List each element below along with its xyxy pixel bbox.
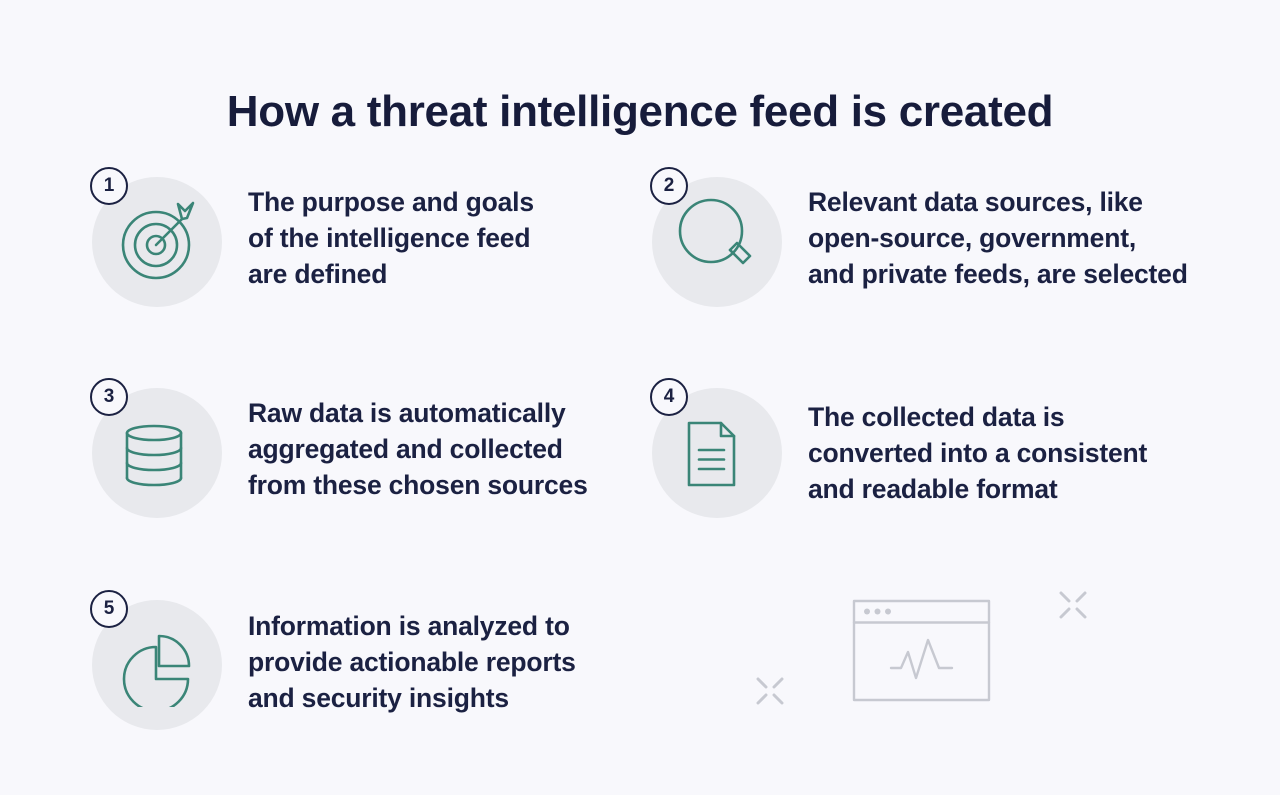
document-icon [687,421,736,487]
step-description: The collected data is converted into a c… [808,402,1148,504]
step-3-icon-group: 3 [90,378,222,519]
browser-window-pulse-icon [852,599,991,702]
pie-chart-icon [122,634,191,707]
target-icon [121,201,195,280]
step-number: 2 [663,175,675,196]
magnifier-icon [678,198,752,265]
step-2-icon-group: 2 [650,167,782,308]
step-1-icon-group: 1 [90,167,222,308]
step-description: Raw data is automatically aggregated and… [248,398,588,500]
database-icon [125,424,183,487]
sparkle-cross-icon [756,677,784,705]
step-number: 4 [663,386,675,407]
step-number-badge: 3 [90,378,128,416]
step-description: Information is analyzed to provide actio… [248,611,576,713]
step-number: 5 [103,598,115,619]
step-number: 3 [103,386,115,407]
step-number-badge: 4 [650,378,688,416]
step-5-icon-group: 5 [90,590,222,731]
step-number: 1 [103,175,115,196]
step-description: Relevant data sources, like open-source,… [808,187,1188,289]
step-4-icon-group: 4 [650,378,782,519]
step-number-badge: 1 [90,167,128,205]
page-title: How a threat intelligence feed is create… [226,87,1054,137]
step-description: The purpose and goals of the intelligenc… [248,187,534,289]
step-number-badge: 5 [90,590,128,628]
step-number-badge: 2 [650,167,688,205]
sparkle-cross-icon [1059,591,1087,619]
